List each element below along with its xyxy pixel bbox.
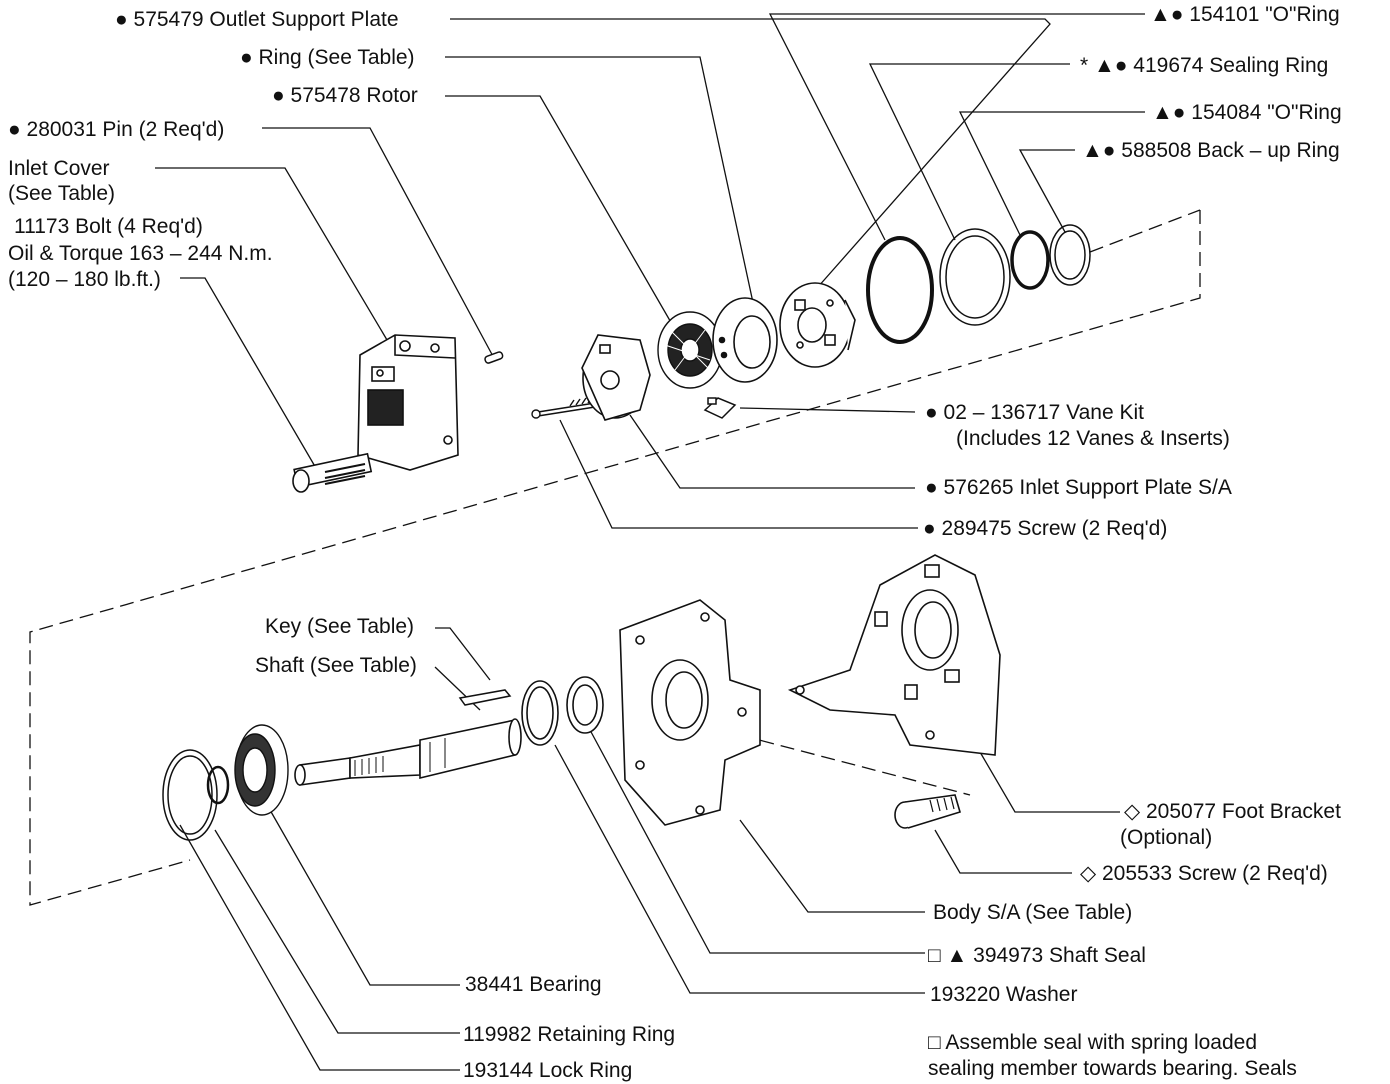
inlet-cover-icon [357,334,459,471]
bolt-11173-icon [292,452,373,493]
leader-rotor [445,95,681,339]
label-pin: ● 280031 Pin (2 Req'd) [8,118,225,141]
label-foot-bracket-line2: (Optional) [1120,826,1213,849]
label-oring-154101: ▲● 154101 "O"Ring [1150,3,1340,26]
leader-bolt [180,277,321,476]
assembly-axis-line [29,210,1201,906]
leader-lock-ring [179,824,460,1071]
leader-backup-ring [1018,149,1075,233]
leader-pin [262,127,496,361]
leader-shaft-seal [589,729,925,954]
label-oring-154084: ▲● 154084 "O"Ring [1152,101,1342,124]
label-vane-kit-line1: ● 02 – 136717 Vane Kit [925,401,1144,424]
leader-key [435,627,491,681]
label-retaining-ring: 119982 Retaining Ring [463,1023,676,1046]
foot-bracket-icon [787,554,1001,756]
note-line1: □ Assemble seal with spring loaded [928,1031,1258,1054]
leader-outlet-plate [450,18,1051,297]
label-backup-ring: ▲● 588508 Back – up Ring [1082,139,1340,162]
rotor-575478-icon [657,311,723,389]
washer-193220-icon [521,680,559,746]
label-bolt-line3: (120 – 180 lb.ft.) [8,268,161,291]
leader-foot-bracket [979,751,1120,813]
ring-cam-icon [712,297,778,383]
leader-oring-154101 [768,13,1145,241]
label-foot-bracket-line1: ◇ 205077 Foot Bracket [1124,800,1341,823]
leader-screw-205533 [934,829,1072,874]
label-lock-ring: 193144 Lock Ring [463,1059,633,1082]
lock-ring-193144-icon [162,749,218,841]
screw-205533-icon [894,794,961,829]
label-key: Key (See Table) [265,615,415,638]
label-inlet-support-plate: ● 576265 Inlet Support Plate S/A [925,476,1232,499]
oring-154101-icon [866,236,934,344]
label-screw-289475: ● 289475 Screw (2 Req'd) [923,517,1168,540]
shaft-axis-line [739,734,971,796]
label-ring: ● Ring (See Table) [240,46,415,69]
leader-bearing [269,809,460,986]
ring-axis-line [1089,209,1201,253]
label-body: Body S/A (See Table) [933,901,1133,924]
leader-sealing-ring [868,63,1070,241]
leader-screw-289475 [559,419,918,529]
leader-inlet-cover [155,167,391,346]
label-outlet-support-plate: ● 575479 Outlet Support Plate [115,8,399,31]
leader-retaining-ring [214,829,460,1034]
sealing-ring-419674-icon [939,228,1011,326]
outlet-support-plate-icon [779,282,856,368]
label-rotor: ● 575478 Rotor [272,84,418,107]
shaft-seal-394973-icon [566,676,604,734]
retaining-ring-119982-icon [206,765,230,805]
label-bolt-line1: 11173 Bolt (4 Req'd) [14,215,203,238]
body-icon [619,599,761,826]
leader-inlet-support [629,414,915,489]
screw-289475-icon [531,396,596,419]
label-shaft-seal: □ ▲ 394973 Shaft Seal [928,944,1146,967]
label-washer: 193220 Washer [930,983,1078,1006]
note-line2: sealing member towards bearing. Seals [928,1057,1297,1080]
backup-ring-588508-icon [1049,224,1091,286]
vane-kit-icon [703,397,737,419]
leader-oring-154084 [958,111,1145,236]
leader-washer [554,744,925,994]
shaft-icon [294,718,522,786]
key-icon [458,689,512,706]
inlet-support-plate-icon [581,334,651,421]
leader-vane-kit [739,407,916,413]
label-shaft: Shaft (See Table) [255,654,417,677]
label-inlet-cover-line2: (See Table) [8,182,116,205]
label-bolt-line2: Oil & Torque 163 – 244 N.m. [8,242,273,265]
label-inlet-cover-line1: Inlet Cover [8,157,110,180]
label-bearing: 38441 Bearing [465,973,602,996]
leader-body [739,819,925,913]
pin-280031-icon [484,351,504,364]
bearing-38441-icon [234,724,289,816]
label-sealing-ring: * ▲● 419674 Sealing Ring [1080,54,1329,77]
label-vane-kit-line2: (Includes 12 Vanes & Inserts) [956,427,1230,450]
leader-ring [445,56,761,336]
label-screw-205533: ◇ 205533 Screw (2 Req'd) [1080,862,1328,885]
oring-154084-icon [1010,230,1050,290]
